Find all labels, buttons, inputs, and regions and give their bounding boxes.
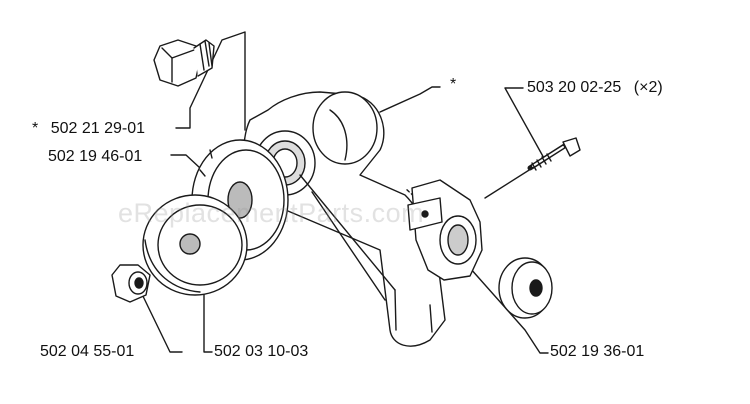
part-number-flange: 502 19 46-01 [48,148,143,165]
housing-asterisk: * [450,76,457,93]
part-number-screw: 503 20 02-25 [527,79,622,96]
part-label-blade-disc: 502 03 10-03 [214,344,308,360]
part-label-nut: 502 04 55-01 [40,344,134,360]
part-label-plug: * 502 21 29-01 [32,121,145,137]
watermark: eReplacementParts.com [118,198,425,228]
part-number-nut: 502 04 55-01 [40,343,135,360]
leader-lines [139,31,549,354]
hex-nut-icon [111,264,151,303]
quantity-screw: (×2) [633,79,663,96]
part-number-washer: 502 19 36-01 [550,343,645,360]
asterisk-plug: * [32,120,39,137]
part-label-washer: 502 19 36-01 [550,344,644,360]
collar-icon [407,179,483,281]
gear-housing-icon [242,91,446,347]
washer-icon [498,257,553,319]
part-number-blade-disc: 502 03 10-03 [214,343,309,360]
threaded-plug-icon [153,39,215,87]
part-label-flange: 502 19 46-01 [48,149,142,165]
part-number-plug: 502 21 29-01 [50,120,145,137]
support-disc-icon [142,194,248,296]
part-label-screw: 503 20 02-25 (×2) [527,80,663,96]
screw-icon [527,137,581,171]
